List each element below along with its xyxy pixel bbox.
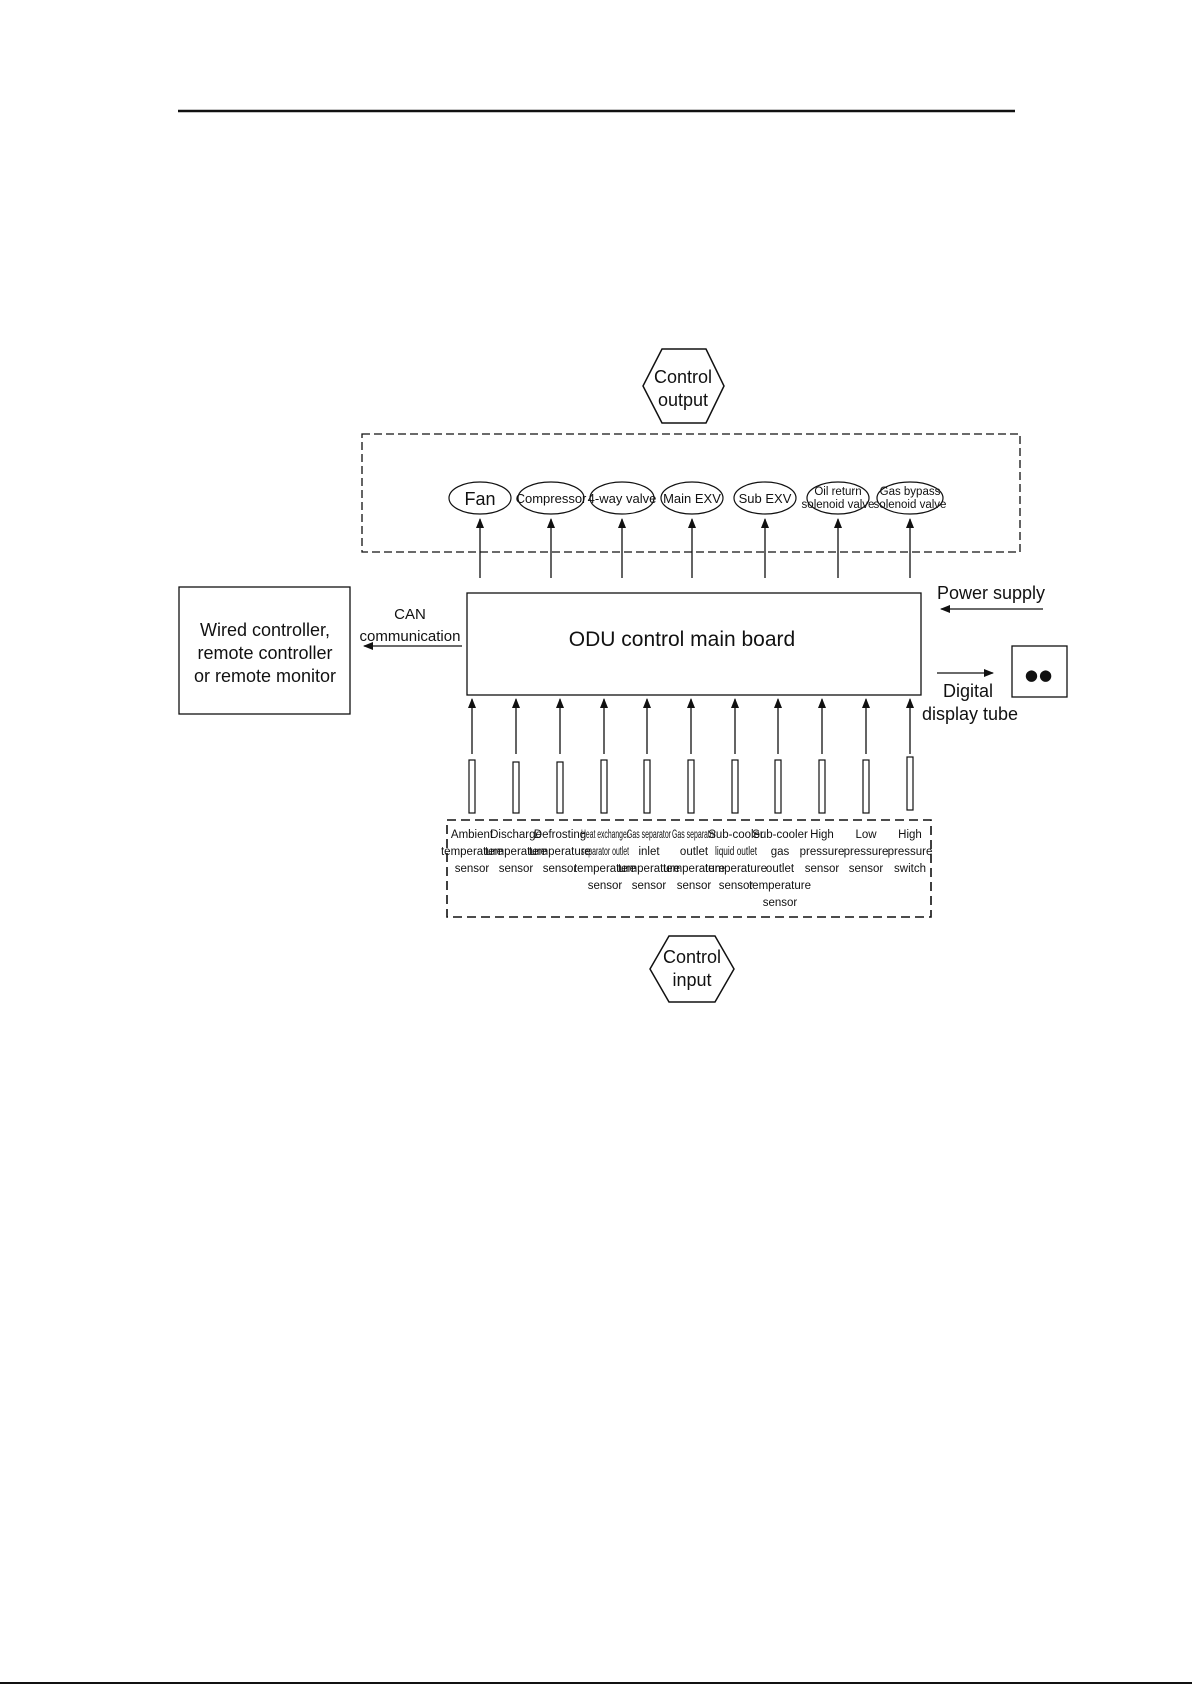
output-label: solenoid valve [802, 499, 875, 511]
output-sub-exv: Sub EXV [733, 481, 797, 515]
input-label-line: temperature [749, 880, 811, 892]
output-label: Gas bypass [880, 486, 941, 498]
wired-controller-label-line: remote controller [197, 643, 332, 663]
input-label-line: temperature [618, 863, 680, 875]
input-label-line: sensor [499, 863, 534, 875]
wired-controller-label-line: Wired controller, [200, 620, 330, 640]
control-output-group [361, 433, 1021, 553]
output-label: Sub EXV [739, 491, 792, 506]
input-label-line: sensor [677, 880, 712, 892]
main-board-label: ODU control main board [569, 628, 795, 651]
main-board-node: ODU control main board [466, 592, 922, 696]
digital-display-label-line: Digital [943, 681, 993, 701]
input-label-line: Sub-cooler [752, 829, 808, 841]
input-label-line: Gas separator [627, 829, 671, 841]
sensor-probe [687, 759, 695, 814]
output-label: Fan [464, 489, 495, 509]
input-label-line: sensor [849, 863, 884, 875]
input-label-line: liquid outlet [715, 846, 758, 858]
input-label-line: sensor [455, 863, 490, 875]
control-output-node: Control output [642, 348, 725, 424]
input-labels: Ambient temperature sensor Discharge tem… [441, 829, 932, 909]
input-label-line: temperature [529, 846, 591, 858]
sensor-probe [862, 759, 870, 814]
output-label: Main EXV [663, 491, 721, 506]
output-label: 4-way valve [588, 491, 657, 506]
sensor-probe [774, 759, 782, 814]
can-communication-label-line: CAN [394, 606, 426, 623]
sensor-probe [818, 759, 826, 814]
output-oil-return-solenoid-valve: Oil return solenoid valve [802, 481, 875, 515]
input-label-line: temperature [441, 846, 503, 858]
sensor-probes [468, 756, 914, 814]
input-label-line: sensor [588, 880, 623, 892]
input-label-line: temperature [705, 863, 767, 875]
input-label-line: Defrosting [534, 829, 586, 841]
sensor-probe [556, 761, 564, 814]
input-label-line: switch [894, 863, 926, 875]
sensor-probe [468, 759, 476, 814]
output-gas-bypass-solenoid-valve: Gas bypass solenoid valve [874, 481, 947, 515]
input-label-line: Heat exchanger [581, 829, 629, 841]
control-input-group [446, 819, 932, 918]
wired-controller-node: Wired controller, remote controller or r… [178, 586, 351, 715]
digital-display-dots: ●● [1025, 666, 1053, 684]
digital-display-tube: ●● [1011, 645, 1068, 698]
sensor-probe [643, 759, 651, 814]
input-label-line: temperature [485, 846, 547, 858]
input-label-line: temperature [663, 863, 725, 875]
control-output-label-line: output [658, 390, 708, 410]
input-label-line: sensor [719, 880, 754, 892]
input-label-line: sensor [543, 863, 578, 875]
output-label: solenoid valve [874, 499, 947, 511]
input-label-line: Discharge [490, 829, 542, 841]
input-label-line: Ambient [451, 829, 494, 841]
input-label-line: pressure [800, 846, 845, 858]
output-arrows [476, 518, 914, 578]
can-communication-label-line: communication [360, 628, 461, 645]
output-fan: Fan [448, 481, 512, 515]
control-input-node: Control input [649, 935, 735, 1003]
input-label-line: High [898, 829, 922, 841]
output-main-exv: Main EXV [660, 481, 724, 515]
output-label: Compressor [516, 491, 587, 506]
sensor-probe [906, 756, 914, 811]
sensor-probe [731, 759, 739, 814]
input-label-line: pressure [888, 846, 933, 858]
control-input-label-line: input [672, 970, 711, 990]
output-4-way-valve: 4-way valve [588, 481, 657, 515]
sensor-probe [600, 759, 608, 814]
input-label-line: separator outlet [581, 846, 629, 858]
input-label-line: pressure [844, 846, 889, 858]
sensor-probe [512, 761, 520, 814]
input-label-line: gas [771, 846, 790, 858]
control-input-label-line: Control [663, 947, 721, 967]
input-label-line: Low [855, 829, 877, 841]
control-output-label-line: Control [654, 367, 712, 387]
input-label-line: sensor [763, 897, 798, 909]
input-arrows [468, 698, 914, 754]
input-label-line: sensor [805, 863, 840, 875]
input-label-line: Sub-cooler [708, 829, 764, 841]
input-label-line: outlet [680, 846, 709, 858]
input-label-line: Gas separator [672, 829, 716, 841]
input-label-line: sensor [632, 880, 667, 892]
input-label-line: temperature [574, 863, 636, 875]
input-label-line: inlet [638, 846, 660, 858]
digital-display-label-line: display tube [922, 704, 1018, 724]
output-compressor: Compressor [516, 481, 587, 515]
input-label-line: outlet [766, 863, 795, 875]
output-label: Oil return [814, 486, 861, 498]
wired-controller-label-line: or remote monitor [194, 666, 336, 686]
input-label-line: High [810, 829, 834, 841]
power-supply-label: Power supply [937, 583, 1045, 603]
